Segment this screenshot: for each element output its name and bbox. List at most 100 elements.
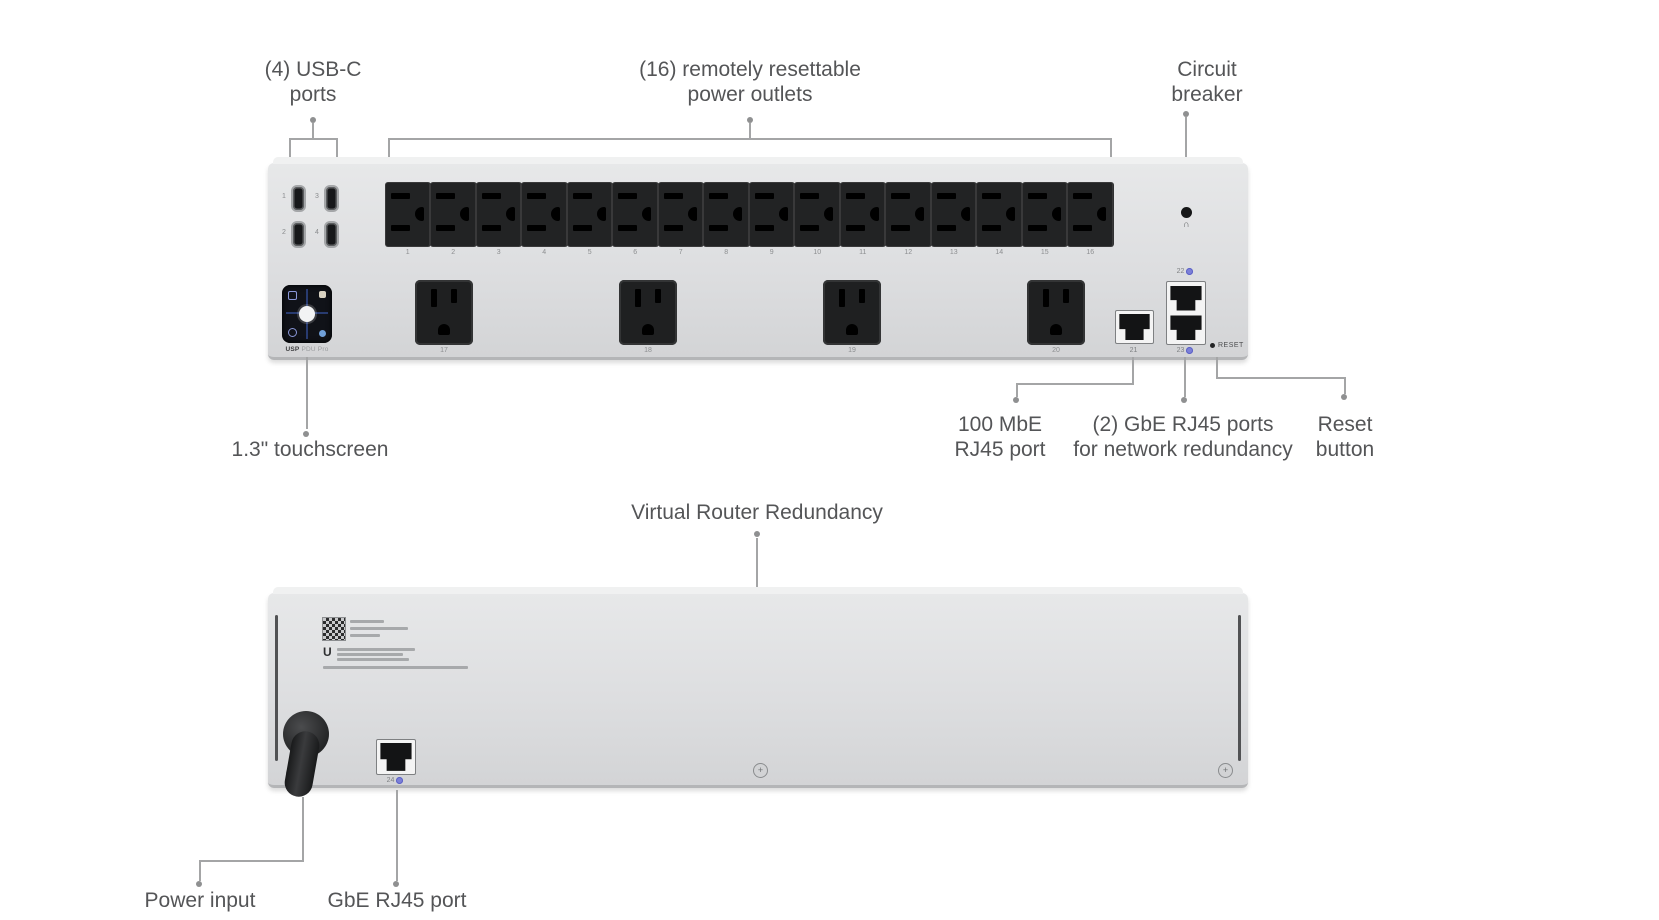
power-outlet-small: 15	[1021, 182, 1068, 258]
outlet-socket	[930, 182, 977, 247]
outlet-slot	[1027, 193, 1047, 200]
circuit-breaker-button	[1181, 207, 1192, 218]
outlet-number: 4	[542, 249, 547, 256]
power-outlet-small: 11	[839, 182, 886, 258]
outlet-ground-hole	[960, 206, 970, 221]
outlet-ground-hole	[687, 206, 697, 221]
usb-port-number: 4	[315, 229, 319, 236]
port-number: 21	[1129, 347, 1138, 354]
sticker-text-line	[350, 634, 380, 637]
outlet-number: 5	[587, 249, 592, 256]
rack-mount-slot	[1238, 615, 1241, 761]
callout-vrr-label: Virtual Router Redundancy	[631, 501, 883, 524]
outlet-slot	[663, 193, 683, 200]
sticker-text-line	[337, 658, 409, 661]
outlet-slot	[982, 193, 1002, 200]
outlet-ground-hole	[1097, 206, 1107, 221]
outlet-slot	[859, 289, 865, 303]
callout-outlets-label: (16) remotely resettable power outlets	[600, 57, 900, 107]
outlet-socket	[1067, 182, 1114, 247]
callout-line	[199, 860, 201, 881]
outlet-socket	[619, 280, 677, 345]
outlet-slot	[982, 224, 1002, 231]
port-24-label: 24	[376, 777, 414, 784]
callout-line	[1016, 383, 1134, 385]
sticker-text-line	[350, 627, 408, 630]
reset-pinhole	[1210, 343, 1215, 348]
power-outlet-small: 7	[657, 182, 704, 258]
outlet-socket	[521, 182, 568, 247]
outlet-socket	[839, 182, 886, 247]
rj45-port-gbe-dual	[1166, 281, 1206, 345]
power-outlet-small: 8	[703, 182, 750, 258]
outlet-slot	[754, 193, 774, 200]
callout-bracket	[289, 138, 291, 159]
outlet-slot	[800, 224, 820, 231]
rj45-jack	[1170, 315, 1202, 341]
outlet-socket	[430, 182, 477, 247]
outlet-ground-hole	[505, 206, 515, 221]
outlet-ground-hole	[733, 206, 743, 221]
phillips-screw-icon: +	[1218, 763, 1233, 778]
callout-dot	[196, 881, 202, 887]
outlet-slot	[839, 289, 845, 307]
outlet-slot	[709, 193, 729, 200]
usb-c-port	[291, 185, 306, 212]
power-outlet-small: 6	[612, 182, 659, 258]
callout-line	[312, 123, 314, 138]
callout-line	[1184, 357, 1186, 397]
callout-outlets-line2: power outlets	[687, 83, 813, 106]
outlet-slot	[1063, 289, 1069, 303]
rj45-port-100mbe	[1115, 310, 1154, 344]
outlet-ground-hole	[778, 206, 788, 221]
rj45-jack	[380, 743, 412, 771]
outlet-socket	[885, 182, 932, 247]
callout-line	[1185, 117, 1187, 160]
outlet-socket	[823, 280, 881, 345]
callout-bracket	[388, 138, 1112, 140]
rack-mount-slot	[275, 615, 278, 761]
callout-gbe-line1: (2) GbE RJ45 ports	[1092, 413, 1274, 436]
callout-100mbe-line1: 100 MbE	[957, 413, 1043, 436]
outlet-slot	[527, 224, 547, 231]
outlet-slot	[635, 289, 641, 307]
outlet-slot	[845, 224, 865, 231]
callout-usb-label: (4) USB-C ports	[213, 57, 413, 107]
outlet-slot	[618, 193, 638, 200]
callout-100mbe-label: 100 MbE RJ45 port	[900, 412, 1100, 462]
usb-port-number: 3	[315, 193, 319, 200]
outlet-ground-hole	[642, 206, 652, 221]
callout-reset-line2: button	[1315, 438, 1375, 461]
outlet-number: 7	[678, 249, 683, 256]
outlet-slot	[436, 224, 456, 231]
callout-line	[200, 860, 304, 862]
callout-breaker-label: Circuit breaker	[1107, 57, 1307, 107]
sticker-text-line	[323, 666, 468, 669]
outlet-slot	[572, 193, 592, 200]
callout-bracket	[336, 138, 338, 159]
power-outlet-large: 18	[619, 280, 677, 356]
outlet-number: 12	[904, 249, 913, 256]
callout-reset-line1: Reset	[1317, 413, 1373, 436]
callout-power-label: Power input	[144, 889, 256, 912]
outlet-ground-hole	[846, 324, 858, 335]
outlet-socket	[748, 182, 795, 247]
outlet-number: 9	[769, 249, 774, 256]
power-outlet-small: 2	[430, 182, 477, 258]
outlet-slot	[390, 193, 410, 200]
outlet-slot	[891, 224, 911, 231]
outlet-ground-hole	[824, 206, 834, 221]
power-outlet-small: 12	[885, 182, 932, 258]
outlet-ground-hole	[1051, 206, 1061, 221]
outlet-socket	[475, 182, 522, 247]
phillips-screw-icon: +	[753, 763, 768, 778]
outlet-slot	[1073, 193, 1093, 200]
outlet-slot	[655, 289, 661, 303]
outlet-slot	[431, 289, 437, 307]
outlet-number: 11	[859, 249, 867, 256]
outlet-slot	[481, 224, 501, 231]
ubiquiti-logo: U	[323, 645, 332, 659]
sticker-text-line	[337, 648, 415, 651]
sticker-text-line	[337, 653, 403, 656]
